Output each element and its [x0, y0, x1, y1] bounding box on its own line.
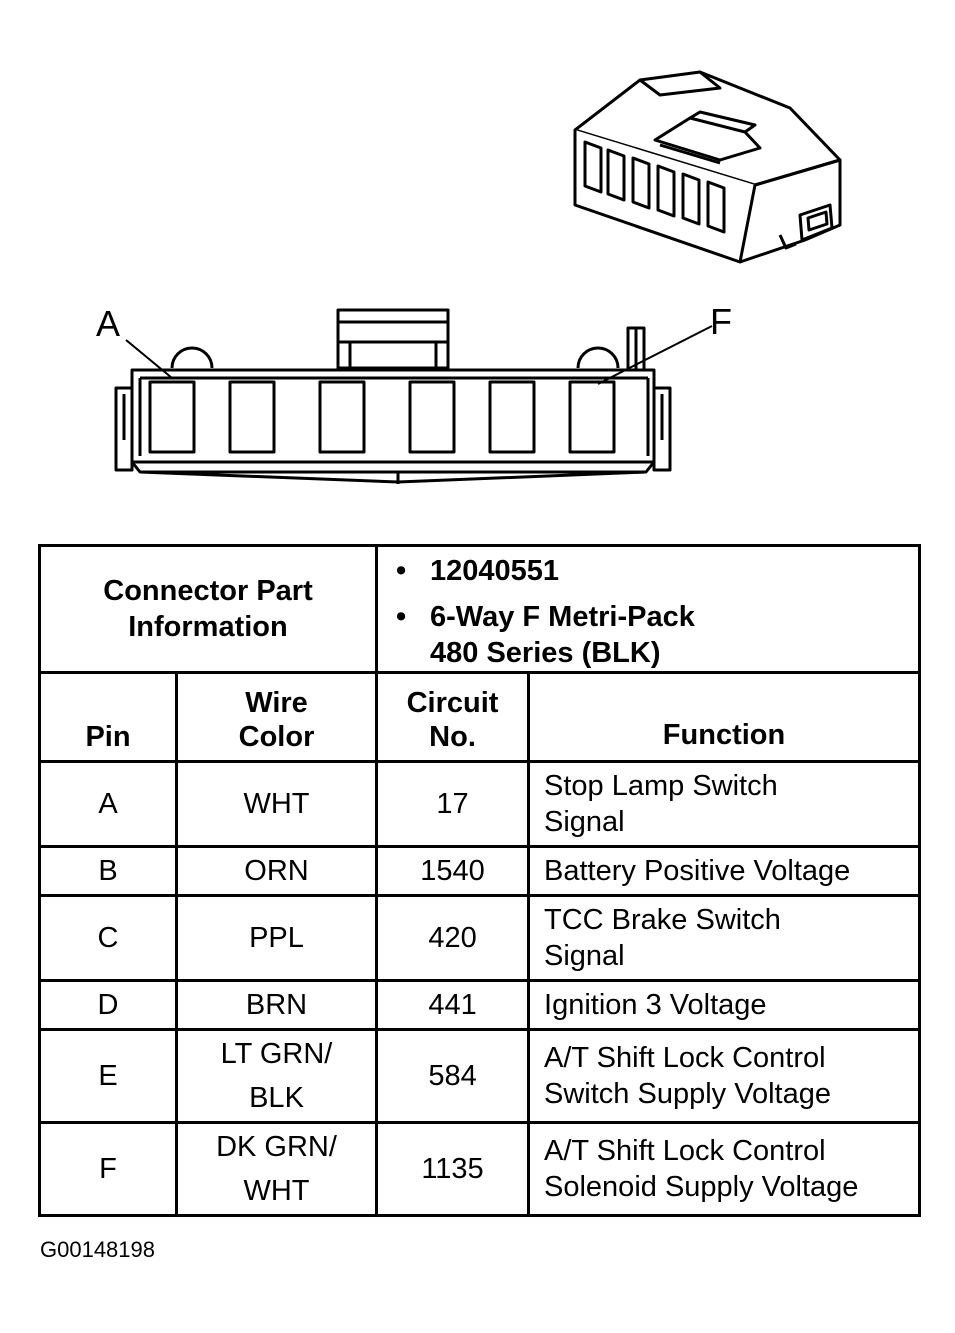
function-line: Switch Supply Voltage — [544, 1078, 831, 1110]
circuit-cell: 584 — [375, 1028, 531, 1124]
column-header-circuit-no: Circuit No. — [375, 671, 531, 763]
function-line: Signal — [544, 806, 625, 838]
leader-line-f — [597, 325, 713, 385]
wire-color-line: WHT — [243, 1175, 310, 1207]
circuit-cell: 17 — [375, 760, 531, 848]
pin-cell: A — [38, 760, 178, 848]
wire-color-cell: PPL — [174, 894, 379, 982]
function-line: Stop Lamp Switch — [544, 770, 778, 802]
function-line: A/T Shift Lock Control — [544, 1042, 826, 1074]
wire-color-cell: ORN — [174, 845, 379, 897]
connector-description-line: 6-Way F Metri-Pack — [430, 601, 695, 633]
table-row: E LT GRN/ BLK 584 A/T Shift Lock Control… — [38, 1028, 922, 1124]
part-number-text: 12040551 — [430, 555, 560, 587]
column-header-text: Function — [662, 719, 786, 751]
cavity-b — [228, 380, 276, 454]
figure-id: G00148198 — [40, 1237, 155, 1262]
connector-part-info: • 12040551 • 6-Way F Metri-Pack 480 Seri… — [375, 544, 922, 674]
circuit-cell: 1540 — [375, 845, 531, 897]
bullet-icon: • — [396, 601, 407, 633]
column-header-text: Wire — [245, 687, 308, 719]
column-header-pin: Pin — [38, 671, 178, 763]
bullet-icon: • — [396, 555, 407, 587]
wire-color-cell: WHT — [174, 760, 379, 848]
connector-drawing — [114, 70, 842, 484]
function-cell: TCC Brake Switch Signal — [527, 894, 922, 982]
cavity-f — [568, 380, 616, 454]
pin-cell: E — [38, 1028, 178, 1124]
table-row: A WHT 17 Stop Lamp Switch Signal — [38, 760, 922, 848]
wire-color-cell: BRN — [174, 979, 379, 1031]
connector-pinout-table: Connector Part Information • 12040551 • … — [37, 544, 922, 1217]
part-number: • 12040551 — [396, 553, 918, 589]
cavity-e — [488, 380, 536, 454]
column-header-function: Function — [527, 671, 922, 763]
function-line: TCC Brake Switch — [544, 904, 781, 936]
function-line: Signal — [544, 940, 625, 972]
function-cell: Battery Positive Voltage — [527, 845, 922, 897]
column-header-text: Circuit — [406, 687, 499, 719]
wire-color-line: BLK — [249, 1082, 304, 1114]
pin-label-f: F — [710, 301, 732, 342]
circuit-cell: 441 — [375, 979, 531, 1031]
connector-part-header-line: Information — [128, 611, 288, 643]
leader-line-a — [125, 339, 173, 379]
function-cell: A/T Shift Lock Control Solenoid Supply V… — [527, 1121, 922, 1217]
table-row: F DK GRN/ WHT 1135 A/T Shift Lock Contro… — [38, 1121, 922, 1217]
column-header-row: Pin Wire Color Circuit No. Function — [38, 671, 922, 763]
function-cell: Ignition 3 Voltage — [527, 979, 922, 1031]
function-line: A/T Shift Lock Control — [544, 1135, 826, 1167]
pin-cell: F — [38, 1121, 178, 1217]
table-row: C PPL 420 TCC Brake Switch Signal — [38, 894, 922, 982]
pin-cell: D — [38, 979, 178, 1031]
pin-cell: C — [38, 894, 178, 982]
table-row: B ORN 1540 Battery Positive Voltage — [38, 845, 922, 897]
connector-part-header: Connector Part Information — [37, 544, 379, 674]
pin-label-a: A — [96, 303, 121, 344]
function-line: Solenoid Supply Voltage — [544, 1171, 859, 1203]
connector-info-row: Connector Part Information • 12040551 • … — [37, 544, 922, 674]
connector-part-header-line: Connector Part — [103, 575, 313, 607]
circuit-cell: 1135 — [375, 1121, 531, 1217]
connector-description-continued: 480 Series (BLK) — [430, 635, 918, 671]
table-row: D BRN 441 Ignition 3 Voltage — [38, 979, 922, 1031]
function-cell: Stop Lamp Switch Signal — [527, 760, 922, 848]
cavity-d — [408, 380, 456, 454]
connector-isometric-view — [573, 70, 842, 264]
circuit-cell: 420 — [375, 894, 531, 982]
function-cell: A/T Shift Lock Control Switch Supply Vol… — [527, 1028, 922, 1124]
cavity-a — [148, 380, 196, 454]
pin-cell: B — [38, 845, 178, 897]
column-header-wire-color: Wire Color — [174, 671, 379, 763]
wire-color-cell: LT GRN/ BLK — [174, 1028, 379, 1124]
function-line: Battery Positive Voltage — [544, 855, 851, 887]
column-header-text: Pin — [85, 721, 131, 753]
wire-color-line: LT GRN/ — [220, 1038, 333, 1070]
connector-face-view — [114, 308, 672, 484]
wire-color-cell: DK GRN/ WHT — [174, 1121, 379, 1217]
column-header-text: No. — [429, 721, 476, 753]
cavity-c — [318, 380, 366, 454]
column-header-text: Color — [238, 721, 315, 753]
connector-description: • 6-Way F Metri-Pack — [396, 599, 918, 635]
function-line: Ignition 3 Voltage — [544, 989, 767, 1021]
connector-description-line: 480 Series (BLK) — [430, 637, 661, 669]
wire-color-line: DK GRN/ — [216, 1131, 337, 1163]
